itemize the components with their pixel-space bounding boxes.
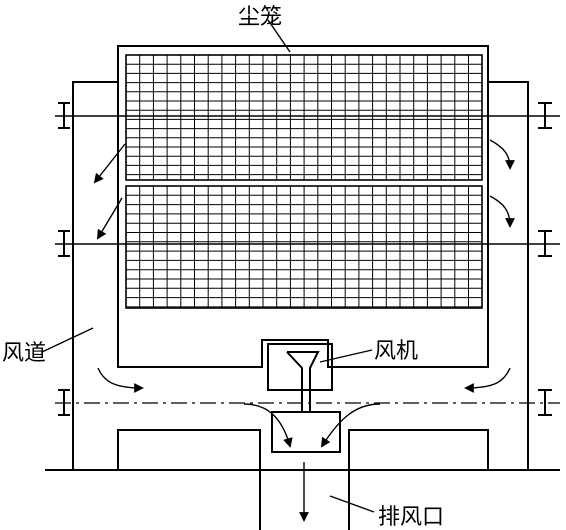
dust-cage-mesh-upper [125, 54, 483, 181]
lower-left-block [117, 429, 261, 471]
left-flanges [58, 102, 70, 416]
fan-inner-duct [286, 351, 320, 412]
leader-lines [41, 19, 375, 513]
fan-box [267, 343, 333, 391]
label-exhaust-outlet: 排风口 [378, 505, 444, 530]
airflow-arrows [93, 139, 515, 522]
housing-left-wall [72, 81, 118, 470]
dust-cage-frame [117, 45, 489, 368]
housing-right-wall [488, 81, 529, 470]
right-flanges [538, 102, 552, 416]
dust-cage-mesh-lower [125, 185, 483, 309]
label-air-duct: 风道 [2, 341, 46, 366]
collector-box [271, 411, 341, 453]
lower-right-block [348, 429, 489, 471]
label-dust-cage: 尘笼 [238, 5, 282, 30]
label-fan: 风机 [374, 339, 418, 364]
